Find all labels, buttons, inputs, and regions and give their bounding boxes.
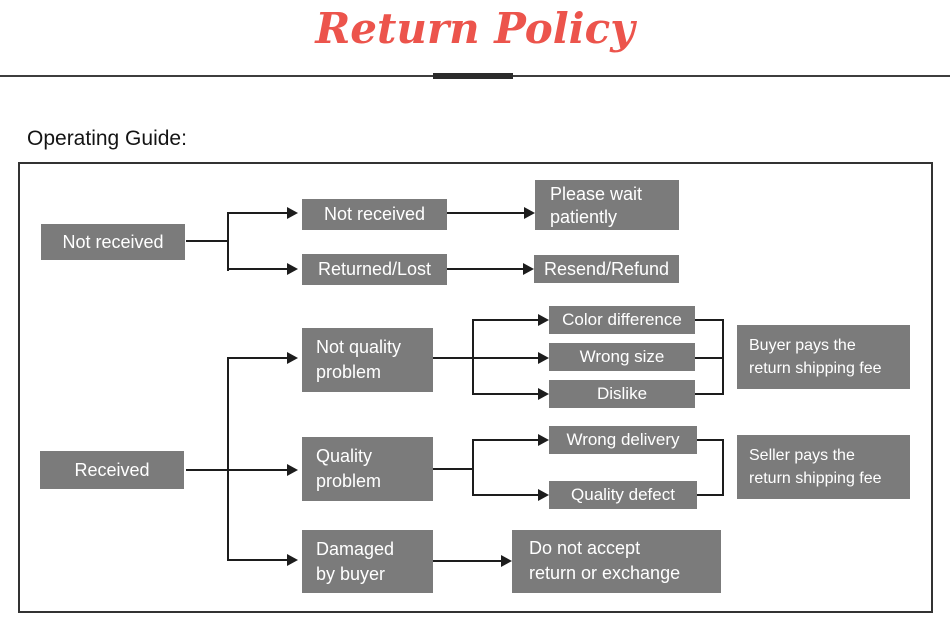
connector-line	[472, 494, 538, 496]
bracket-line	[695, 357, 724, 359]
node-buyer-pays-fee: Buyer pays the return shipping fee	[737, 325, 910, 389]
node-resend-refund: Resend/Refund	[534, 255, 679, 283]
connector-line	[227, 357, 229, 561]
connector-line	[227, 559, 287, 561]
arrowhead-icon	[501, 555, 512, 567]
connector-line	[433, 468, 474, 470]
flowchart-frame	[18, 162, 933, 613]
connector-line	[472, 393, 538, 395]
connector-line	[472, 439, 538, 441]
node-damaged-by-buyer: Damaged by buyer	[302, 530, 433, 593]
node-quality-problem: Quality problem	[302, 437, 433, 501]
section-label: Operating Guide:	[27, 127, 187, 150]
node-not-received-case: Not received	[302, 199, 447, 230]
arrowhead-icon	[524, 207, 535, 219]
node-do-not-accept: Do not accept return or exchange	[512, 530, 721, 593]
arrowhead-icon	[538, 352, 549, 364]
node-dislike: Dislike	[549, 380, 695, 408]
connector-line	[472, 319, 538, 321]
node-received-root: Received	[40, 451, 184, 489]
arrowhead-icon	[287, 554, 298, 566]
bracket-line	[722, 439, 724, 496]
connector-line	[447, 268, 523, 270]
node-quality-defect: Quality defect	[549, 481, 697, 509]
node-please-wait: Please wait patiently	[535, 180, 679, 230]
arrowhead-icon	[287, 263, 298, 275]
connector-line	[433, 560, 501, 562]
connector-line	[472, 319, 474, 395]
bracket-line	[697, 494, 724, 496]
arrowhead-icon	[538, 314, 549, 326]
connector-line	[186, 469, 287, 471]
node-not-quality-problem: Not quality problem	[302, 328, 433, 392]
connector-line	[227, 212, 229, 271]
connector-line	[227, 268, 287, 270]
connector-line	[227, 357, 287, 359]
bracket-line	[722, 319, 724, 395]
connector-line	[433, 357, 538, 359]
connector-line	[472, 439, 474, 496]
node-not-received-root: Not received	[41, 224, 185, 260]
arrowhead-icon	[538, 388, 549, 400]
title-divider-accent	[433, 73, 513, 79]
bracket-line	[695, 393, 724, 395]
connector-line	[227, 212, 287, 214]
connector-line	[186, 240, 229, 242]
arrowhead-icon	[287, 352, 298, 364]
connector-line	[447, 212, 524, 214]
node-returned-lost: Returned/Lost	[302, 254, 447, 285]
node-seller-pays-fee: Seller pays the return shipping fee	[737, 435, 910, 499]
arrowhead-icon	[287, 464, 298, 476]
arrowhead-icon	[287, 207, 298, 219]
node-wrong-size: Wrong size	[549, 343, 695, 371]
arrowhead-icon	[523, 263, 534, 275]
arrowhead-icon	[538, 489, 549, 501]
bracket-line	[697, 439, 724, 441]
arrowhead-icon	[538, 434, 549, 446]
node-wrong-delivery: Wrong delivery	[549, 426, 697, 454]
page-title: Return Policy	[315, 4, 635, 53]
node-color-difference: Color difference	[549, 306, 695, 334]
bracket-line	[695, 319, 724, 321]
